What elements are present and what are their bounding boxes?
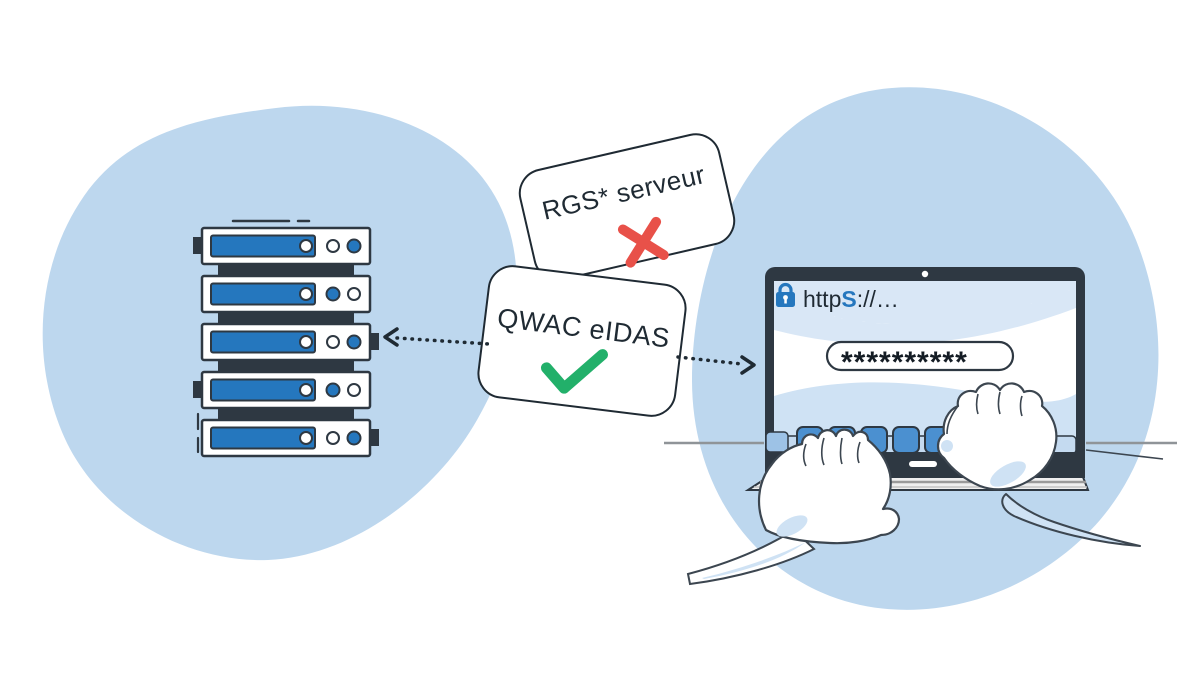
server-unit [200, 226, 372, 266]
left-hand [686, 428, 901, 586]
webcam-dot [921, 270, 929, 278]
address-bar: httpS://… [776, 282, 899, 312]
table-edge-right [1085, 449, 1164, 460]
qwac-card: QWAC eIDAS [477, 265, 687, 417]
red-cross-icon [617, 216, 669, 268]
dotted-arrow-to-server [383, 327, 491, 347]
left-arm [686, 528, 816, 586]
server-unit [200, 322, 372, 362]
server-unit [200, 274, 372, 314]
dotted-arrow-to-laptop [676, 355, 756, 375]
address-text: httpS://… [803, 286, 899, 312]
right-hand [936, 382, 1141, 547]
rgs-card: RGS* serveur [518, 133, 736, 281]
server-rack-icon [193, 219, 379, 458]
trackpad-dash [909, 461, 937, 467]
screen-swoosh-top [774, 281, 1076, 345]
right-arm [1001, 493, 1141, 547]
server-unit [200, 418, 372, 458]
password-field: ********** [825, 340, 1015, 379]
password-text: ********** [841, 346, 968, 379]
lock-icon [776, 282, 795, 307]
green-check-icon [540, 349, 608, 394]
key [892, 426, 920, 454]
server-unit [200, 370, 372, 410]
